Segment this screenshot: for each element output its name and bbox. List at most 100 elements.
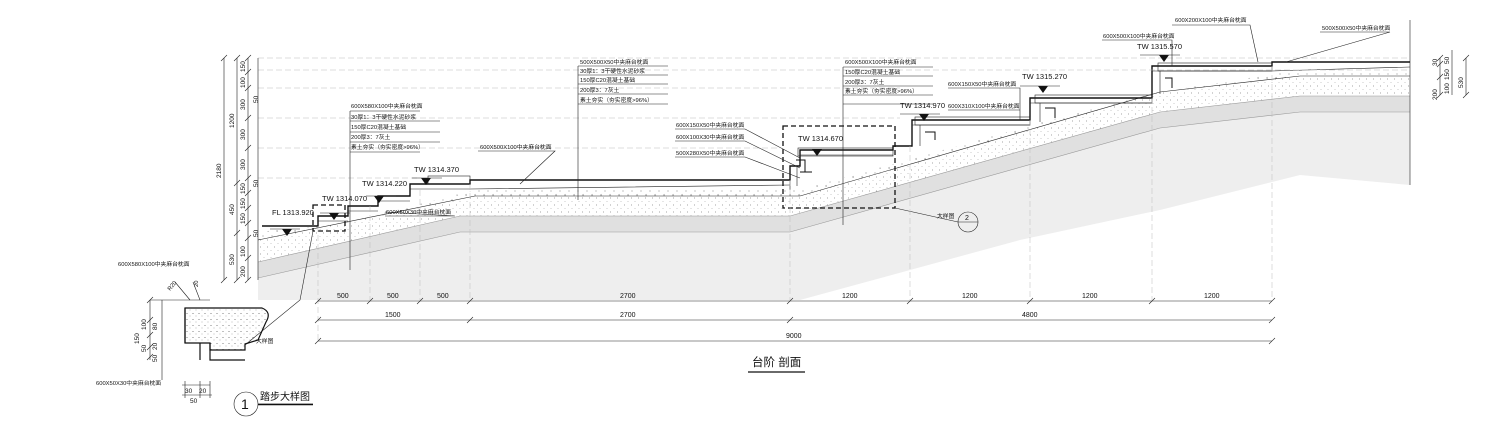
dim-li-7: 150 bbox=[240, 213, 247, 224]
dim-row1-7: 1200 bbox=[1204, 293, 1220, 300]
elev-fl: FL 1313.920 bbox=[272, 208, 314, 217]
detail-dim-l5: 50 bbox=[152, 354, 159, 362]
detail-radius: R20 bbox=[167, 280, 178, 292]
note-a3: 200厚3：7灰土 bbox=[351, 133, 391, 141]
dim-row1-3: 2700 bbox=[620, 293, 636, 300]
dim-row1-0: 500 bbox=[337, 293, 349, 300]
section-title: 台阶 剖面 bbox=[752, 355, 801, 369]
dim-li-0: 150 bbox=[240, 61, 247, 72]
detail-title: 踏步大样图 bbox=[260, 390, 310, 403]
label-step1-top: 600X580X100中夹麻台枕面 bbox=[351, 102, 423, 110]
label-top-a: 600X200X100中夹麻台枕面 bbox=[1175, 16, 1247, 24]
dim-li-5: 150 bbox=[240, 183, 247, 194]
elevation-markers bbox=[270, 54, 1180, 236]
note-a4: 素土夯实（夯实密度>96%） bbox=[351, 143, 424, 151]
dim-ls-1: 50 bbox=[253, 179, 260, 187]
detail-dim-l0: 150 bbox=[134, 333, 141, 344]
detail-dim-l3: 50 bbox=[141, 344, 148, 352]
dim-li-4: 300 bbox=[240, 159, 247, 170]
detail-dim-l2: 80 bbox=[152, 322, 159, 330]
soil-layers bbox=[257, 20, 1411, 300]
dim-r-2: 100 bbox=[1444, 83, 1451, 94]
note-c1: 150厚C20混凝土基础 bbox=[845, 68, 900, 76]
elev-tw7: TW 1315.570 bbox=[1137, 42, 1182, 51]
dim-r-4: 530 bbox=[1458, 77, 1465, 88]
dim-r-0: 50 bbox=[1444, 56, 1451, 64]
note-b3: 200厚3：7灰土 bbox=[580, 86, 620, 94]
detail-dim-l1: 100 bbox=[141, 319, 148, 330]
elev-tw4: TW 1314.670 bbox=[798, 134, 843, 143]
dim-li-6: 150 bbox=[240, 198, 247, 209]
dim-total: 9000 bbox=[786, 333, 802, 340]
label-upper-a: 600X150X50中夹麻台枕面 bbox=[948, 80, 1017, 88]
elev-tw1: TW 1314.070 bbox=[322, 194, 367, 203]
dim-row2-2: 4800 bbox=[1022, 312, 1038, 319]
dim-row1-1: 500 bbox=[387, 293, 399, 300]
dim-li-9: 200 bbox=[240, 266, 247, 277]
label-step1-riser: 600X50X30中夹麻台枕面 bbox=[386, 208, 451, 216]
label-top-cap: 600X500X100中夹麻台枕面 bbox=[1103, 32, 1175, 40]
step-profile bbox=[262, 61, 1411, 227]
dim-li-8: 100 bbox=[240, 246, 247, 257]
dim-ls-0: 50 bbox=[253, 95, 260, 103]
dim-left-mid-0: 1200 bbox=[229, 113, 236, 128]
detail-dim-b0: 30 bbox=[185, 388, 193, 395]
dim-row1-5: 1200 bbox=[962, 293, 978, 300]
label-plaza-top: 500X500X50中夹麻台枕面 bbox=[580, 58, 649, 66]
dim-row1-2: 500 bbox=[437, 293, 449, 300]
label-mid-b: 600X100X30中夹麻台枕面 bbox=[676, 133, 745, 141]
dim-r-5: 30 bbox=[1432, 58, 1439, 66]
elev-tw3: TW 1314.370 bbox=[414, 165, 459, 174]
left-dims bbox=[220, 54, 259, 284]
note-a2: 150厚C20混凝土基础 bbox=[351, 123, 406, 131]
dim-left-mid-2: 530 bbox=[229, 254, 236, 265]
detail-label-bottom: 600X50X30中夹麻台枕面 bbox=[96, 379, 161, 387]
detail-dim-b2: 50 bbox=[190, 398, 198, 405]
dim-r-3: 200 bbox=[1432, 89, 1439, 100]
projection-lines bbox=[317, 66, 1273, 340]
note-c3: 素土夯实（夯实密度>96%） bbox=[845, 87, 918, 95]
dim-row1-6: 1200 bbox=[1082, 293, 1098, 300]
dimension-lines bbox=[314, 297, 1276, 345]
dim-r-1: 150 bbox=[1444, 69, 1451, 80]
note-c2: 200厚3：7灰土 bbox=[845, 78, 885, 86]
dim-li-2: 300 bbox=[240, 99, 247, 110]
detail-callouts bbox=[244, 125, 959, 346]
detail-leader-label: 大样图 bbox=[256, 337, 274, 345]
detail-ref-label: 大样图 bbox=[937, 212, 955, 220]
label-leaders bbox=[349, 24, 1391, 270]
label-top-b: 500X500X50中夹麻台枕面 bbox=[1322, 24, 1391, 32]
dim-li-1: 100 bbox=[240, 77, 247, 88]
note-a1: 30厚1：3干硬性水泥砂浆 bbox=[351, 113, 416, 121]
dim-ls-2: 50 bbox=[253, 229, 260, 237]
detail-ref-number: 2 bbox=[965, 215, 969, 222]
dim-left-mid-1: 450 bbox=[229, 204, 236, 215]
label-platform: 600X500X100中夹麻台枕面 bbox=[480, 143, 552, 151]
reference-lines bbox=[258, 57, 1410, 179]
dim-row1-4: 1200 bbox=[842, 293, 858, 300]
elev-tw5: TW 1314.970 bbox=[900, 101, 945, 110]
dim-li-3: 300 bbox=[240, 129, 247, 140]
dim-row2-0: 1500 bbox=[385, 312, 401, 319]
note-b4: 素土夯实（夯实密度>96%） bbox=[580, 96, 653, 104]
label-mid-a: 600X150X50中夹麻台枕面 bbox=[676, 121, 745, 129]
detail-dim-b1: 20 bbox=[199, 388, 207, 395]
text-layer: 台阶 剖面 FL 1313.920 TW 1314.070 TW 1314.22… bbox=[96, 16, 1465, 412]
label-upper-b: 600X310X100中夹麻台枕面 bbox=[948, 102, 1020, 110]
dim-left-outer: 2180 bbox=[216, 163, 223, 178]
label-mid-c: 500X280X50中夹麻台枕面 bbox=[676, 149, 745, 157]
detail-dim-l4: 20 bbox=[152, 342, 159, 350]
note-b2: 150厚C20混凝土基础 bbox=[580, 76, 635, 84]
elev-tw2: TW 1314.220 bbox=[362, 179, 407, 188]
note-b1: 30厚1：3干硬性水泥砂浆 bbox=[580, 67, 645, 75]
right-dims bbox=[1436, 50, 1470, 99]
elev-tw6: TW 1315.270 bbox=[1022, 72, 1067, 81]
tread-detail bbox=[146, 211, 979, 417]
dim-row2-1: 2700 bbox=[620, 312, 636, 319]
detail-number: 1 bbox=[241, 396, 249, 412]
label-upper-top: 600X500X100中夹麻台枕面 bbox=[845, 58, 917, 66]
detail-dim-right: 20 bbox=[194, 281, 200, 287]
detail-label-top: 600X580X100中夹麻台枕面 bbox=[118, 260, 190, 268]
